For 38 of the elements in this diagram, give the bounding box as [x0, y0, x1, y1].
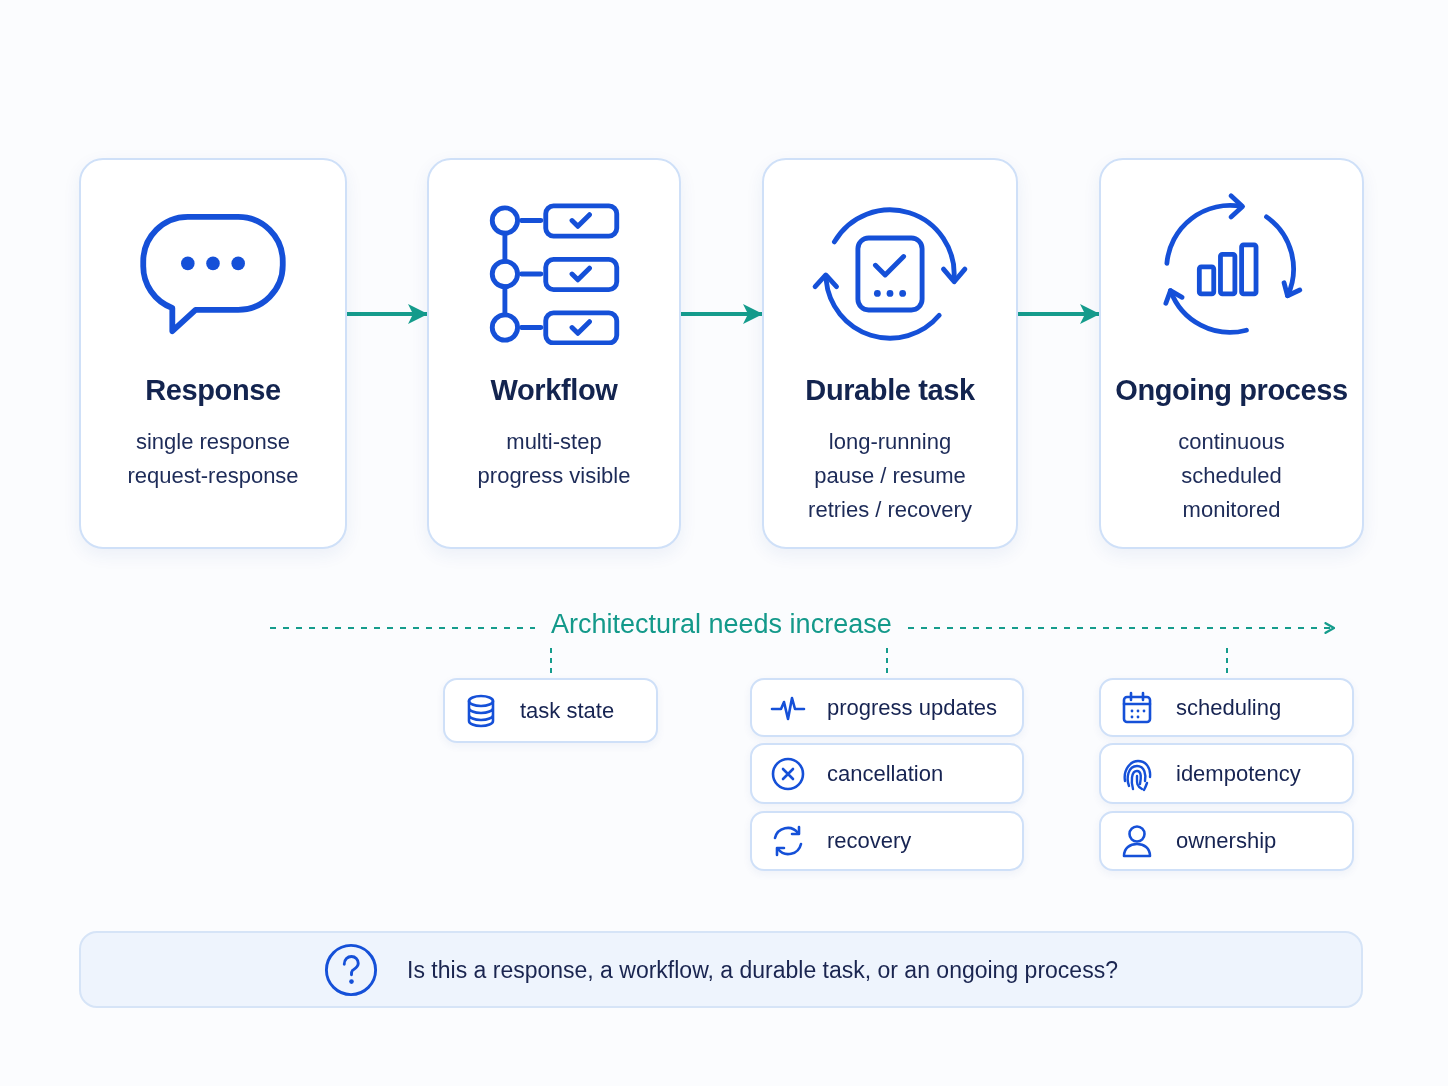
- stage-detail: single response: [135, 428, 291, 456]
- stage-title: Workflow: [490, 373, 618, 408]
- arrow: [1018, 304, 1100, 324]
- stage-detail: multi-step: [506, 428, 602, 456]
- capability-card: [750, 678, 1024, 737]
- capability-card: [1099, 743, 1354, 804]
- direction-label: Architectural needs increase: [551, 608, 892, 640]
- stage-detail: progress visible: [477, 462, 631, 490]
- stage-detail: retries / recovery: [808, 496, 972, 524]
- capability-card: [750, 811, 1024, 871]
- stage-detail: scheduled: [1181, 462, 1282, 490]
- capability-card: [1099, 811, 1354, 871]
- stage-card: [427, 158, 681, 549]
- stage-detail: pause / resume: [814, 462, 966, 490]
- capability-label: scheduling: [1176, 693, 1282, 722]
- stage-card: [1099, 158, 1364, 549]
- arrow: [347, 304, 428, 324]
- capability-label: task state: [520, 696, 615, 725]
- stage-title: Response: [145, 373, 281, 408]
- stage-title: Durable task: [805, 373, 975, 408]
- stage-detail: long-running: [828, 428, 952, 456]
- capability-card: [443, 678, 658, 743]
- capability-label: cancellation: [827, 759, 944, 788]
- stage-card: [762, 158, 1018, 549]
- capability-card: [750, 743, 1024, 804]
- capability-label: ownership: [1176, 827, 1277, 855]
- capability-card: [1099, 678, 1354, 737]
- question-text: Is this a response, a workflow, a durable task, or an ongoing process?: [407, 955, 1118, 985]
- stage-detail: request-response: [127, 462, 299, 490]
- arrow: [681, 304, 763, 324]
- stage-title: Ongoing process: [1115, 373, 1348, 408]
- stage-card: [79, 158, 347, 549]
- capability-label: recovery: [827, 827, 912, 855]
- capability-label: progress updates: [827, 693, 997, 722]
- stage-detail: continuous: [1178, 428, 1285, 456]
- stage-detail: monitored: [1182, 496, 1281, 524]
- capability-label: idempotency: [1176, 759, 1301, 788]
- question-banner: [79, 931, 1363, 1008]
